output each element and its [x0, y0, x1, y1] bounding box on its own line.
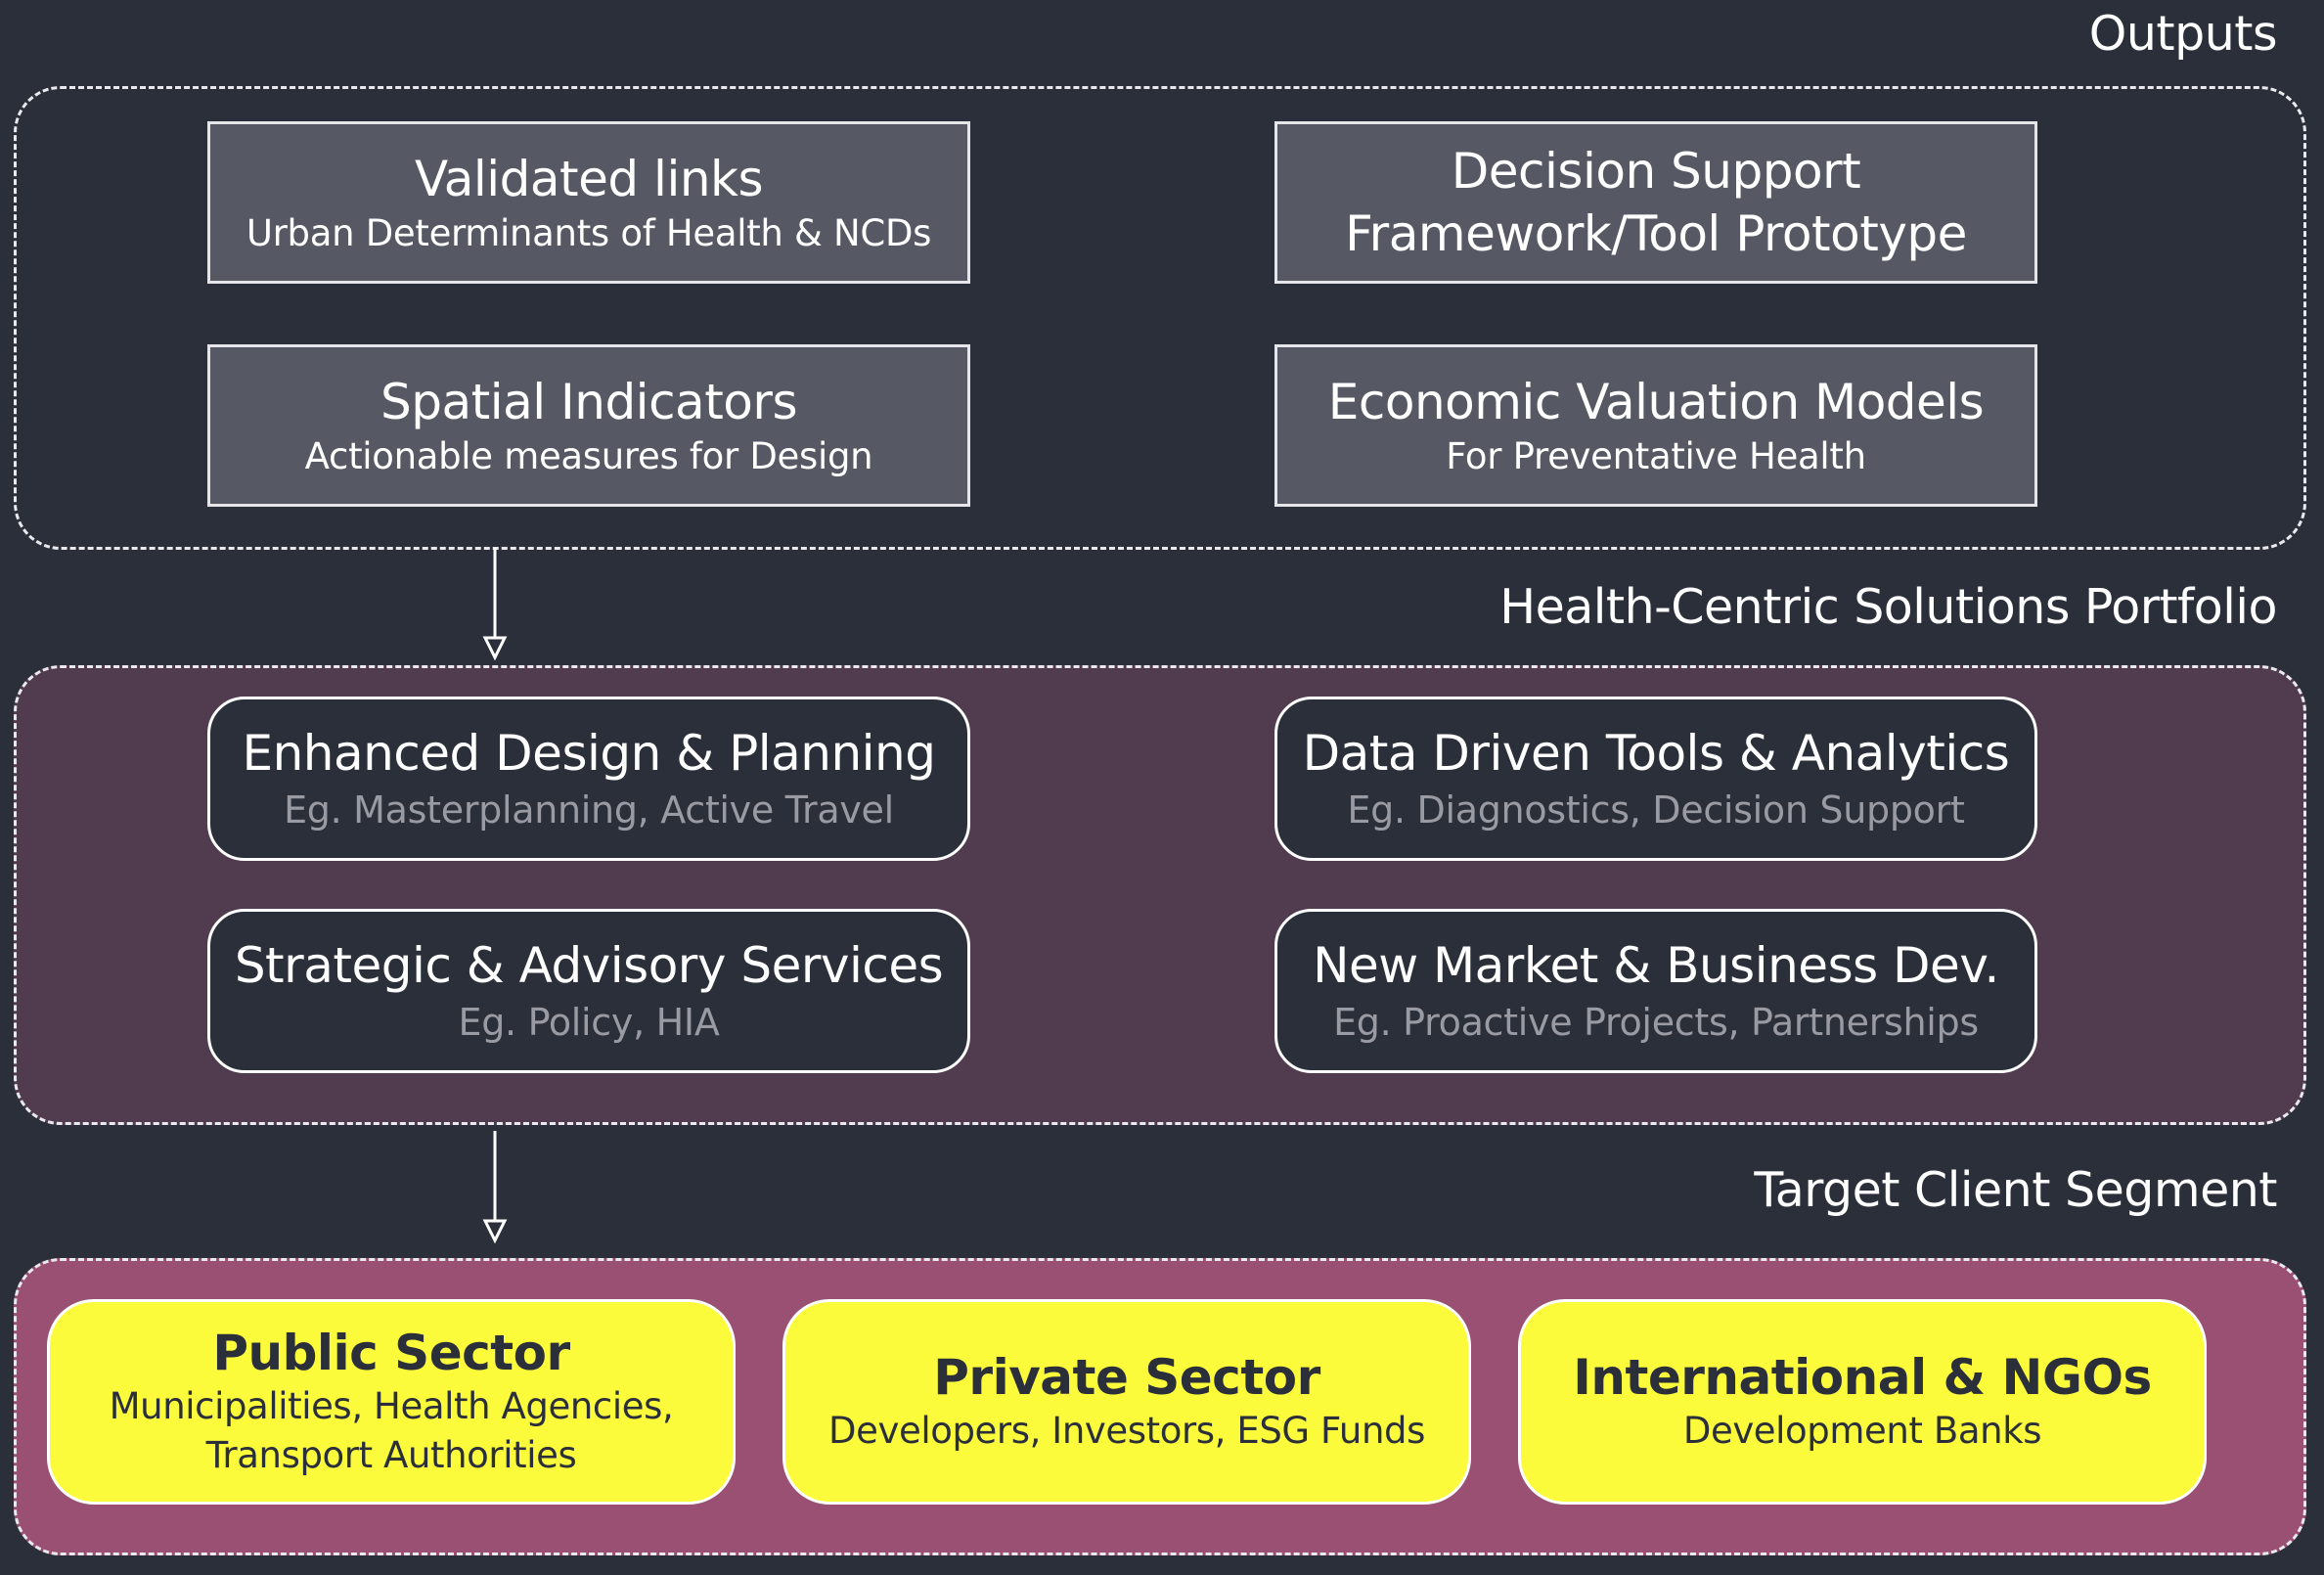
client-title: Public Sector [212, 1325, 570, 1381]
output-title: Spatial Indicators [380, 374, 798, 430]
client-subtitle: Development Banks [1682, 1410, 2042, 1452]
solution-title: New Market & Business Dev. [1313, 937, 1999, 994]
output-subtitle: Urban Determinants of Health & NCDs [246, 212, 932, 254]
solution-title: Data Driven Tools & Analytics [1302, 725, 2010, 782]
client-title: International & NGOs [1573, 1349, 2152, 1406]
portfolio-label: Health-Centric Solutions Portfolio [1499, 579, 2277, 635]
output-decision-support: Decision Support Framework/Tool Prototyp… [1274, 121, 2037, 284]
output-validated-links: Validated links Urban Determinants of He… [207, 121, 970, 284]
client-subtitle: Developers, Investors, ESG Funds [828, 1410, 1425, 1452]
solution-new-market: New Market & Business Dev. Eg. Proactive… [1274, 909, 2037, 1073]
solution-design-planning: Enhanced Design & Planning Eg. Masterpla… [207, 697, 970, 861]
output-economic-valuation: Economic Valuation Models For Preventati… [1274, 344, 2037, 507]
solution-title: Strategic & Advisory Services [234, 937, 944, 994]
client-international-ngos: International & NGOs Development Banks [1518, 1299, 2207, 1505]
solution-data-tools: Data Driven Tools & Analytics Eg. Diagno… [1274, 697, 2037, 861]
arrow-down-icon [482, 1131, 508, 1244]
client-public-sector: Public Sector Municipalities, Health Age… [47, 1299, 736, 1505]
outputs-label: Outputs [2088, 6, 2278, 62]
clients-label: Target Client Segment [1754, 1162, 2277, 1218]
arrow-down-icon [482, 548, 508, 661]
output-title: Validated links [414, 151, 764, 207]
output-subtitle: Framework/Tool Prototype [1345, 205, 1967, 262]
output-title: Economic Valuation Models [1327, 374, 1985, 430]
output-spatial-indicators: Spatial Indicators Actionable measures f… [207, 344, 970, 507]
output-title: Decision Support [1451, 143, 1861, 200]
client-subtitle: Municipalities, Health Agencies, [109, 1385, 674, 1427]
solution-subtitle: Eg. Policy, HIA [458, 1001, 720, 1044]
client-private-sector: Private Sector Developers, Investors, ES… [782, 1299, 1471, 1505]
solution-subtitle: Eg. Diagnostics, Decision Support [1347, 788, 1965, 832]
output-subtitle: For Preventative Health [1446, 435, 1866, 477]
client-subtitle: Transport Authorities [205, 1434, 577, 1476]
client-title: Private Sector [933, 1349, 1320, 1406]
solution-title: Enhanced Design & Planning [242, 725, 936, 782]
solution-subtitle: Eg. Masterplanning, Active Travel [284, 788, 894, 832]
solution-subtitle: Eg. Proactive Projects, Partnerships [1333, 1001, 1979, 1044]
output-subtitle: Actionable measures for Design [304, 435, 873, 477]
solution-strategic-advisory: Strategic & Advisory Services Eg. Policy… [207, 909, 970, 1073]
